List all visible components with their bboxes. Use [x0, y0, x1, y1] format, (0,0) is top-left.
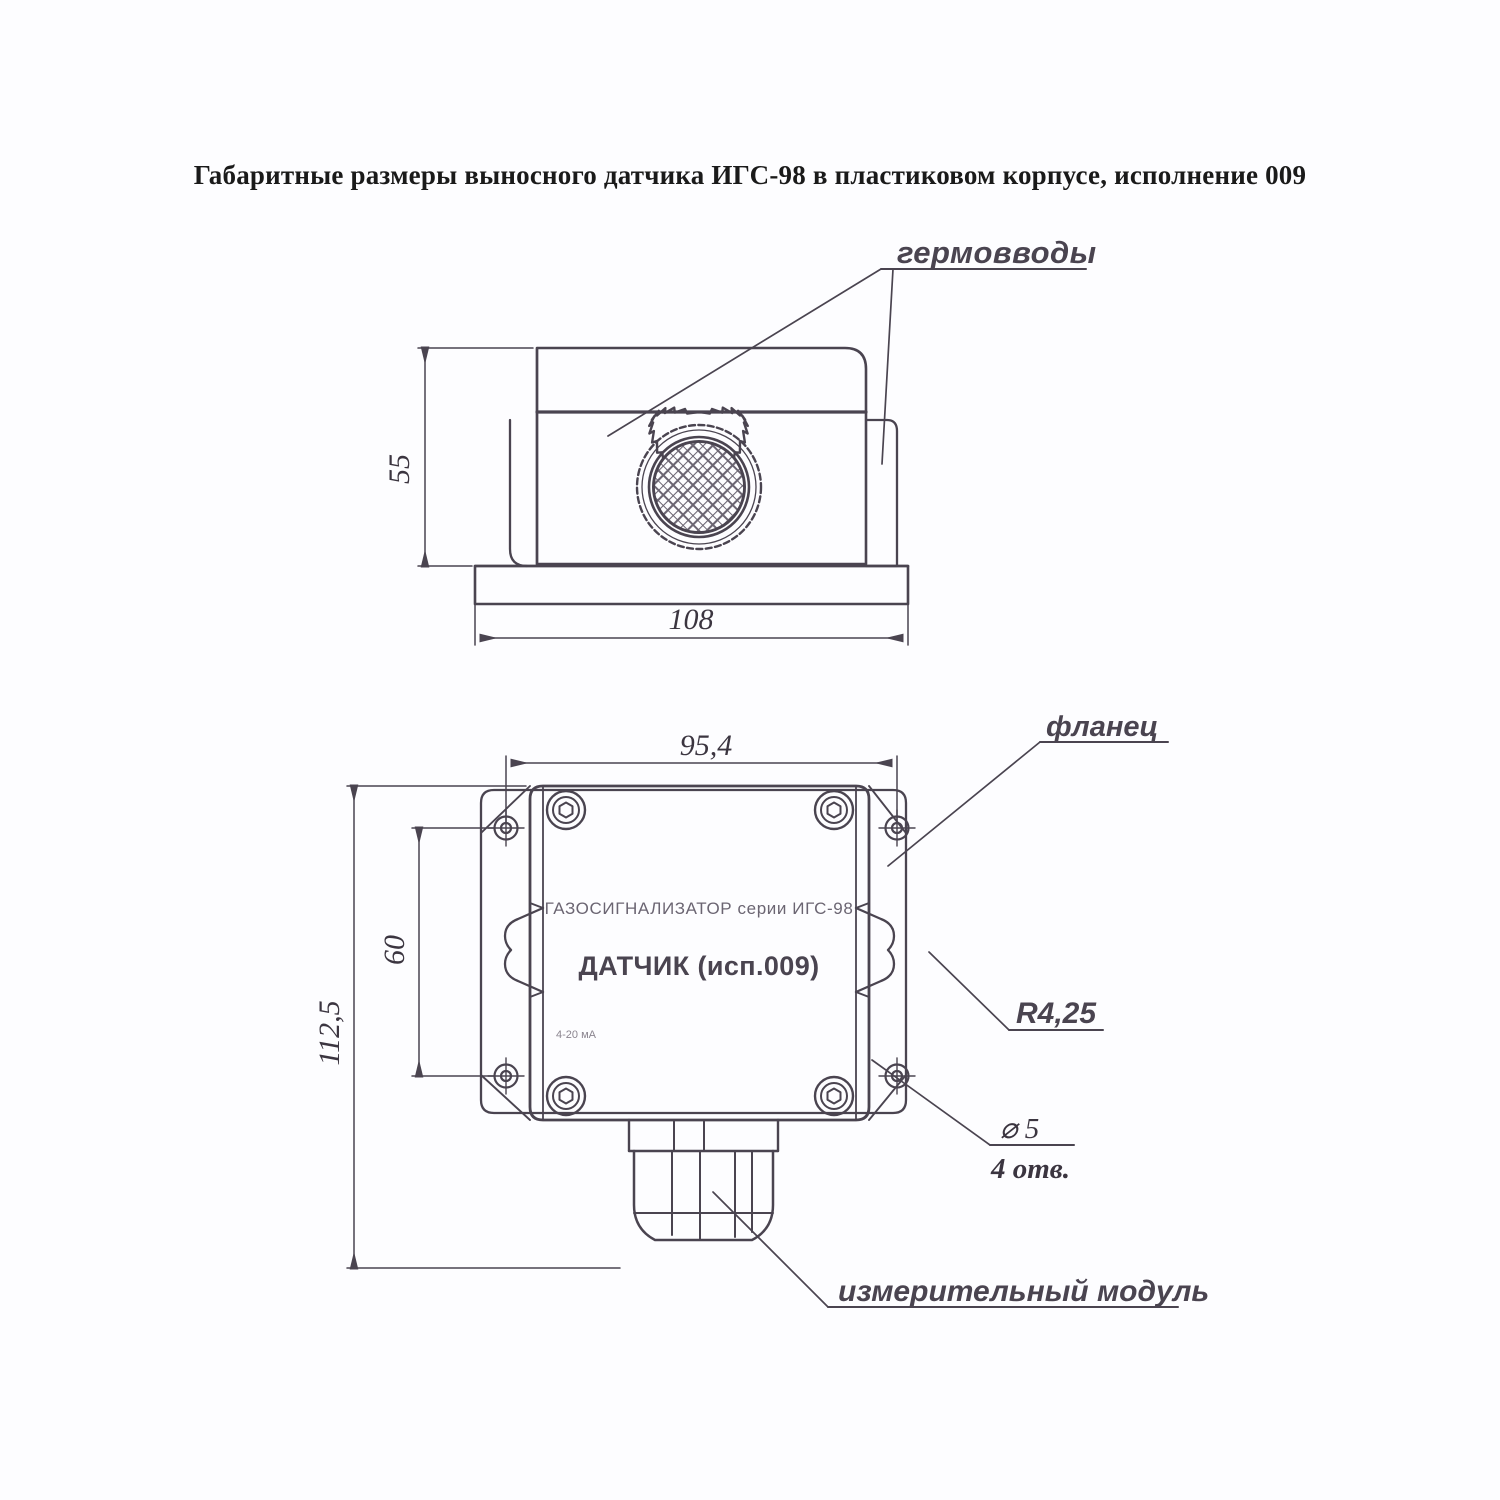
side-view-body-outline: [535, 346, 868, 566]
knurled-sensor-cap: [635, 406, 763, 551]
callout-corner-radius: R4,25: [1016, 997, 1097, 1030]
callout-hole-diameter: ⌀ 5: [1000, 1113, 1039, 1145]
flange-mounting-hole: [878, 1057, 916, 1095]
front-view-group: [346, 741, 1179, 1308]
sensor-bezel-outer: [647, 435, 751, 539]
cable-gland-measuring-module: [627, 1118, 780, 1242]
leader-radius: [928, 951, 1010, 1031]
leader-cable-glands-left: [607, 268, 882, 437]
dim-label-108: 108: [669, 603, 714, 636]
knurl-outer-circle: [635, 423, 763, 551]
mesh-filter-rim: [653, 441, 745, 533]
leader-flange: [887, 741, 1041, 867]
nameplate-line-2: ДАТЧИК (исп.009): [578, 951, 819, 981]
callout-cable-glands: гермовводы: [897, 235, 1097, 270]
cover-screw: [813, 1075, 855, 1117]
dim-label-55: 55: [383, 454, 416, 484]
leader-hole-diameter: [871, 1059, 991, 1146]
flange-corner-chamfer-br: [868, 1074, 907, 1121]
leader-cable-glands-right: [881, 268, 894, 465]
dim-label-954: 95,4: [680, 729, 733, 762]
cover-screw: [545, 1075, 587, 1117]
side-lug-left: [503, 902, 545, 998]
callout-hole-count: 4 отв.: [990, 1153, 1070, 1185]
flange-corner-chamfer-bl: [480, 1074, 531, 1121]
dim-label-60: 60: [378, 935, 411, 965]
page-title: Габаритные размеры выносного датчика ИГС…: [193, 160, 1307, 190]
nameplate-line-1: ГАЗОСИГНАЛИЗАТОР серии ИГС-98: [545, 899, 854, 918]
callout-measuring-module: измерительный модуль: [838, 1275, 1209, 1308]
side-lug-right: [854, 902, 896, 998]
knurl-outer-circle-solid: [641, 429, 757, 545]
side-view-left-recess: [508, 418, 529, 568]
leader-measuring-module: [712, 1191, 829, 1308]
cover-screw: [545, 789, 587, 831]
cover-screw: [813, 789, 855, 831]
mesh-filter: [654, 442, 744, 532]
side-view-group: [417, 268, 1087, 646]
flange-corner-chamfer-tr: [868, 785, 907, 834]
sensor-bezel-inner: [652, 440, 746, 534]
callout-flange: фланец: [1046, 711, 1158, 743]
side-view-right-gland: [864, 418, 899, 568]
side-view-base-flange: [473, 564, 910, 606]
dim-label-1125: 112,5: [313, 1000, 346, 1065]
nameplate-line-3: 4-20 мА: [556, 1029, 597, 1041]
